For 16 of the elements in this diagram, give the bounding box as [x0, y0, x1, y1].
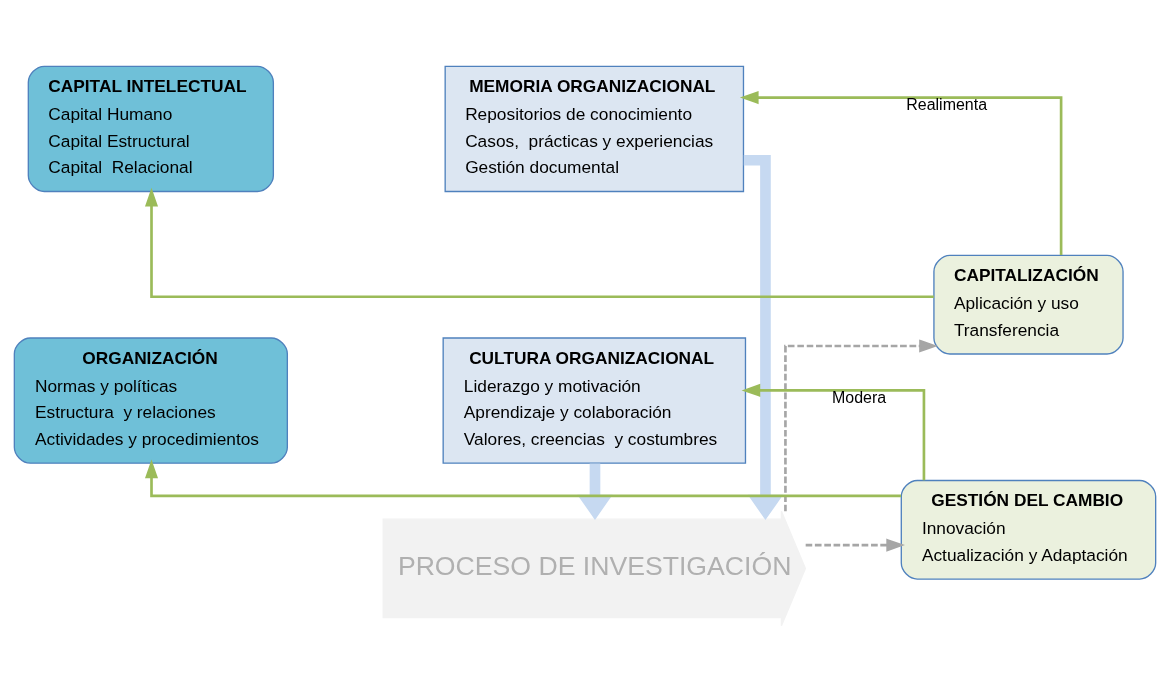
- node-box: CULTURA ORGANIZACIONAL Liderazgo y motivación Aprendizaje y colaboración Valores, creencias y costumbres: [442, 336, 747, 464]
- arrow: [743, 154, 784, 520]
- node-box: MEMORIA ORGANIZACIONAL Repositorios de conocimiento Casos, prácticas y experiencias Gestión documental: [444, 65, 745, 192]
- node-box: ORGANIZACIÓN Normas y políticas Estructura y relaciones Actividades y procedimientos: [13, 336, 288, 464]
- arrow: [784, 338, 938, 511]
- arrow: [144, 187, 934, 298]
- arrow: [144, 459, 901, 497]
- arrow: [805, 538, 905, 552]
- arrow: [577, 463, 613, 520]
- node-box: CAPITALIZACIÓN Aplicación y uso Transferencia: [933, 254, 1124, 355]
- arrow: [741, 383, 926, 480]
- edge-label: Realimenta: [906, 95, 988, 113]
- edge-label: Modera: [831, 388, 887, 406]
- node-box: CAPITAL INTELECTUAL Capital Humano Capital Estructural Capital Relacional: [27, 65, 275, 192]
- node-box: GESTIÓN DEL CAMBIO Innovación Actualización y Adaptación: [900, 479, 1157, 580]
- arrow: [739, 90, 1063, 255]
